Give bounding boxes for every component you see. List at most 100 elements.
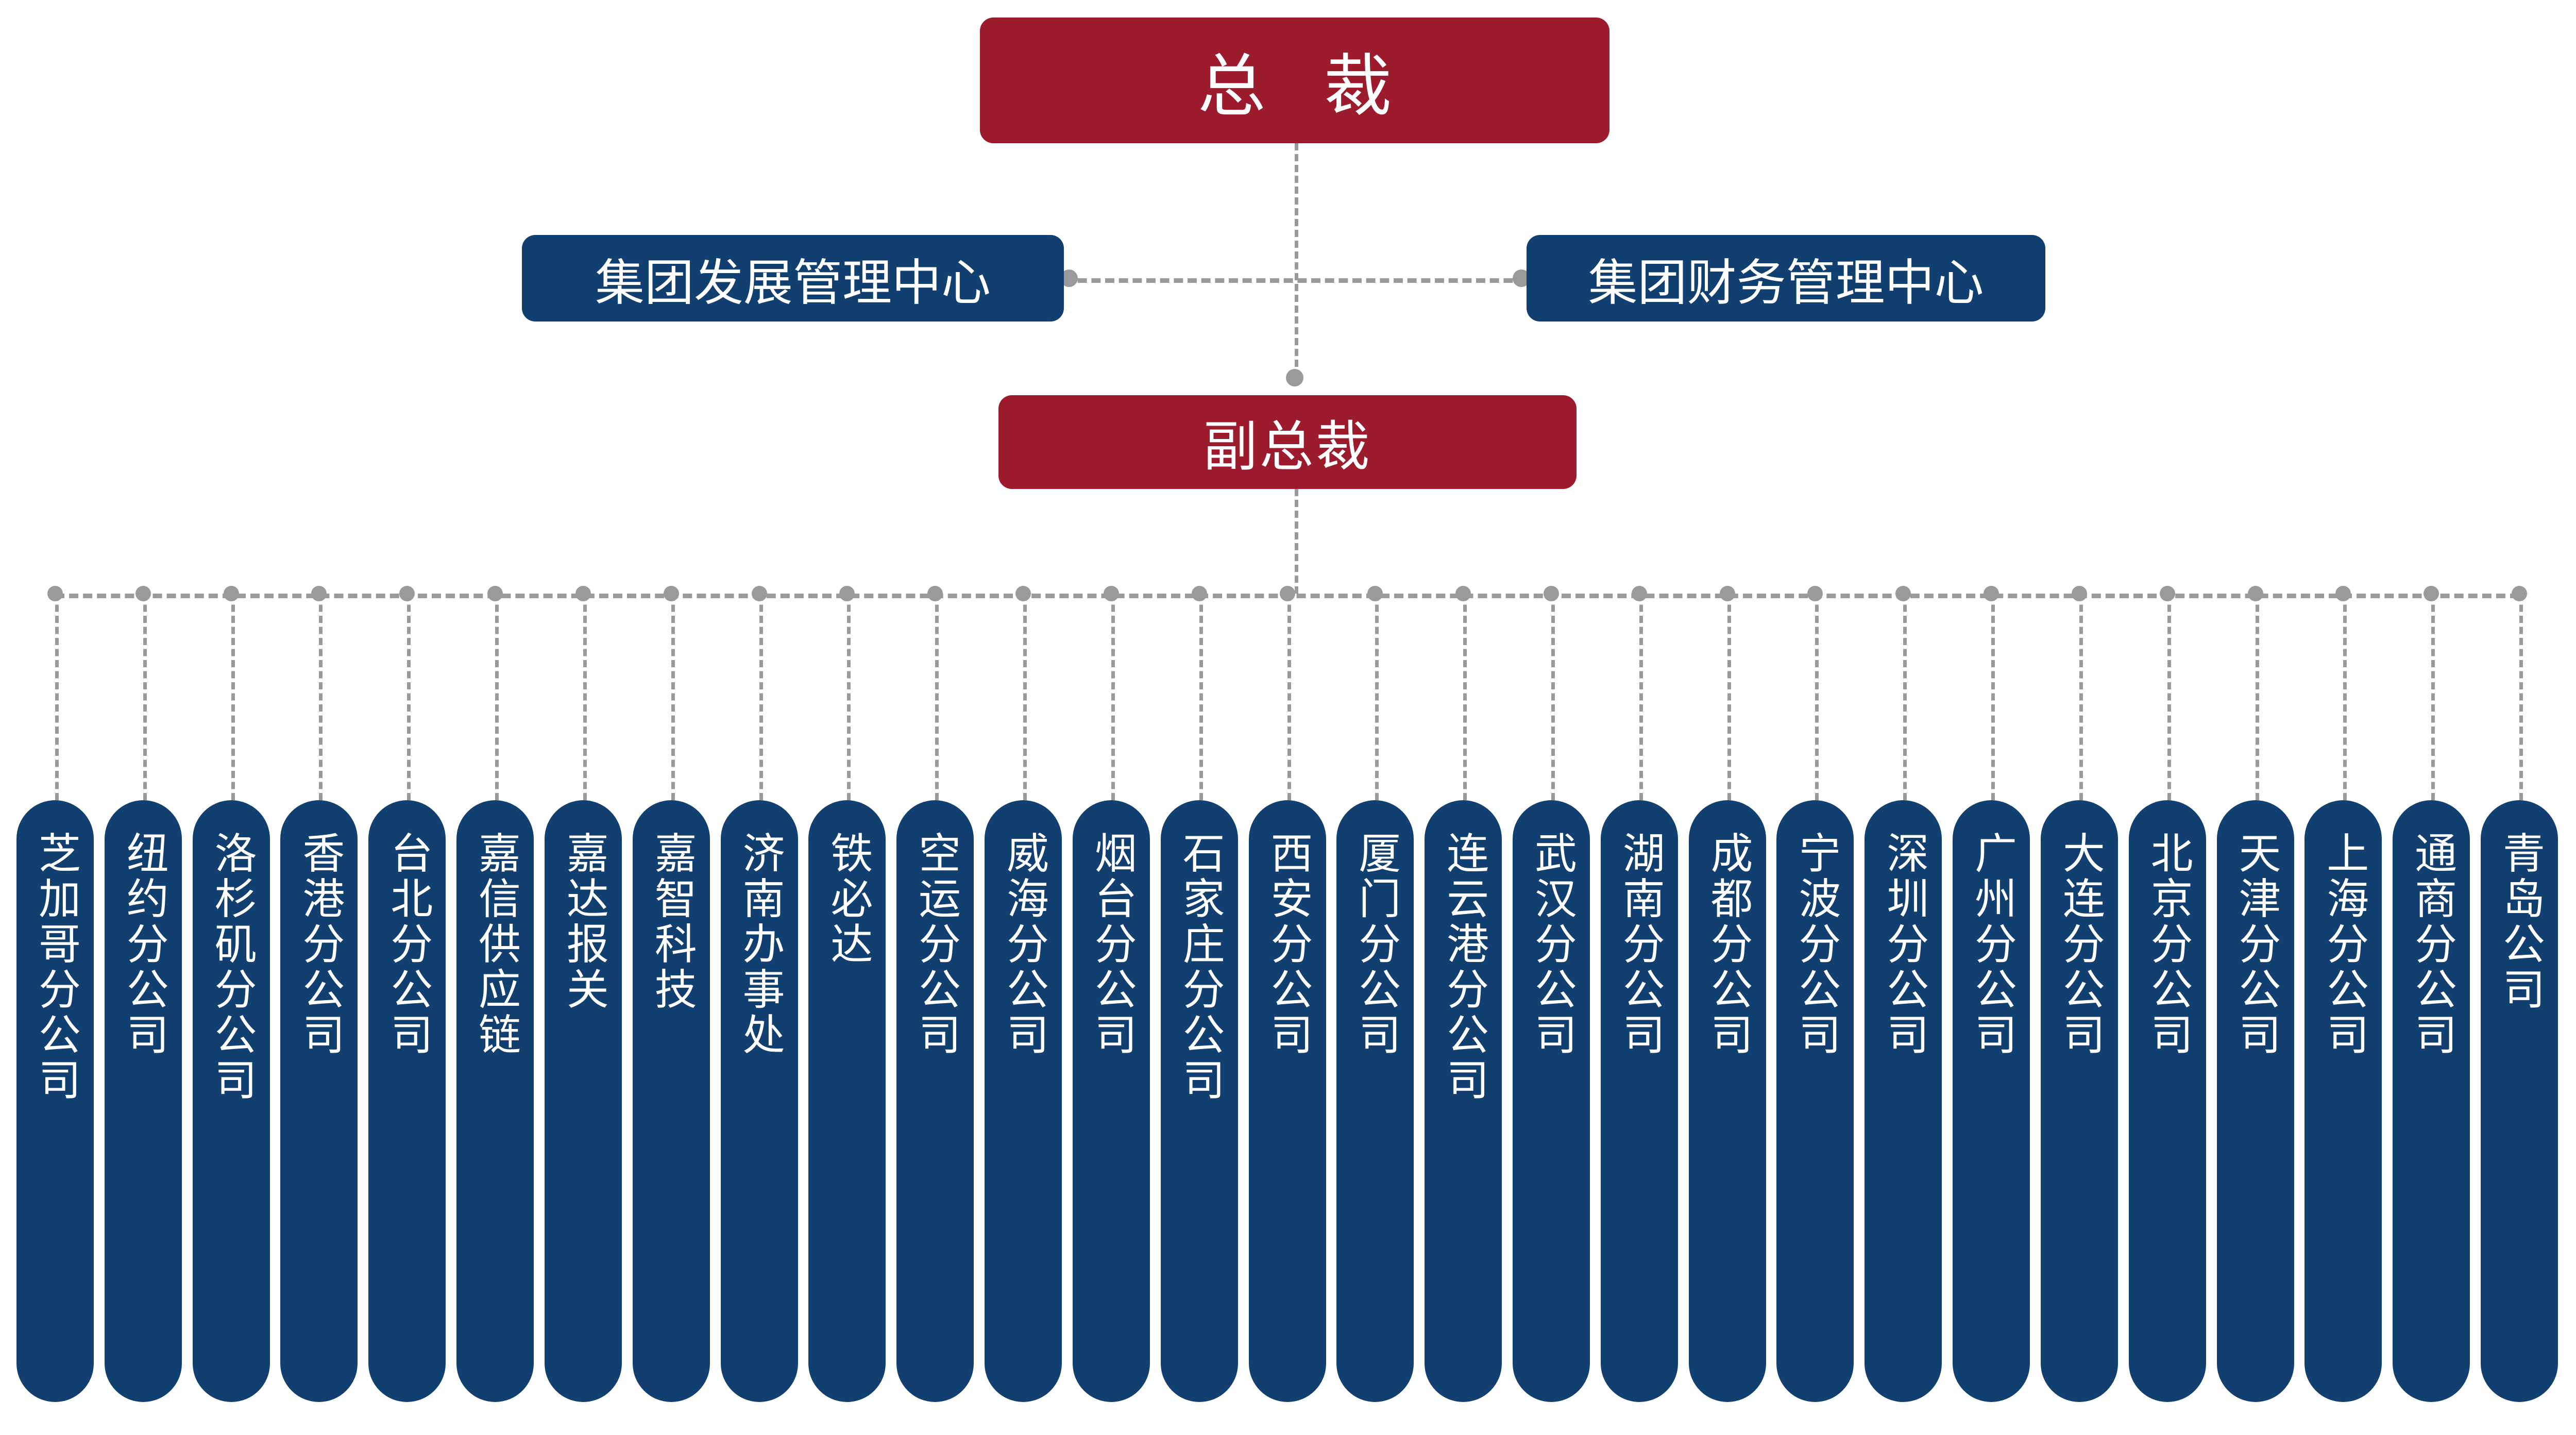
branch-node-label: 宁波分公司 <box>1792 831 1839 1058</box>
branch-bus-dot <box>223 586 239 601</box>
branch-node[interactable]: 嘉达报关 <box>544 800 622 1402</box>
branch-node[interactable]: 空运分公司 <box>896 800 974 1402</box>
branch-node[interactable]: 北京分公司 <box>2128 800 2206 1402</box>
branch-node[interactable]: 厦门分公司 <box>1336 800 1414 1402</box>
branch-bus-dot <box>1543 586 1559 601</box>
branch-node[interactable]: 深圳分公司 <box>1865 800 1942 1402</box>
connector-branch-drop <box>1991 594 1995 800</box>
node-group-development-management-center[interactable]: 集团发展管理中心 <box>522 235 1064 322</box>
connector-dot-vp <box>1286 369 1303 386</box>
branch-bus-dot <box>1895 586 1911 601</box>
branch-node-label: 纽约分公司 <box>120 831 167 1058</box>
connector-branch-drop <box>847 594 851 800</box>
branch-node-label: 湖南分公司 <box>1616 831 1664 1058</box>
branch-node-label: 铁必达 <box>824 831 871 967</box>
branch-bus-dot <box>839 586 855 601</box>
branch-bus-dot <box>2335 586 2351 601</box>
connector-branch-drop <box>1903 594 1907 800</box>
branch-node-label: 济南办事处 <box>736 831 784 1058</box>
branch-bus-dot <box>2424 586 2439 601</box>
branch-node[interactable]: 通商分公司 <box>2393 800 2470 1402</box>
branch-bus-dot <box>1279 586 1295 601</box>
connector-branch-drop <box>143 594 147 800</box>
branch-node[interactable]: 石家庄分公司 <box>1160 800 1238 1402</box>
branch-node[interactable]: 济南办事处 <box>720 800 798 1402</box>
node-vice-president-label: 副总裁 <box>1203 417 1372 477</box>
branch-node-label: 西安分公司 <box>1264 831 1311 1058</box>
connector-branch-drop <box>1023 594 1027 800</box>
branch-node[interactable]: 青岛公司 <box>2481 800 2558 1402</box>
branch-node-label: 深圳分公司 <box>1880 831 1927 1058</box>
connector-branch-drop <box>231 594 235 800</box>
branch-node[interactable]: 烟台分公司 <box>1072 800 1150 1402</box>
connector-branch-drop <box>1639 594 1643 800</box>
node-group-finance-management-center[interactable]: 集团财务管理中心 <box>1527 235 2045 322</box>
branch-bus-dot <box>1807 586 1823 601</box>
connector-branch-drop <box>1287 594 1291 800</box>
branch-node-label: 广州分公司 <box>1968 831 2015 1058</box>
branch-node[interactable]: 连云港分公司 <box>1425 800 1502 1402</box>
branch-node[interactable]: 嘉智科技 <box>632 800 710 1402</box>
node-dev-center-label: 集团发展管理中心 <box>595 255 991 311</box>
branch-node[interactable]: 湖南分公司 <box>1600 800 1678 1402</box>
branch-node-label: 烟台分公司 <box>1088 831 1136 1058</box>
branch-node-label: 武汉分公司 <box>1528 831 1575 1058</box>
connector-branch-drop <box>2431 594 2435 800</box>
branch-bus-dot <box>135 586 151 601</box>
branch-bus-dot <box>2071 586 2087 601</box>
branch-node[interactable]: 武汉分公司 <box>1512 800 1590 1402</box>
branch-node-label: 嘉信供应链 <box>472 831 519 1058</box>
branch-node-label: 连云港分公司 <box>1440 831 1487 1103</box>
branch-bus-dot <box>47 586 63 601</box>
connector-branch-drop <box>1463 594 1467 800</box>
connector-vp-to-branch-bus <box>1295 489 1298 594</box>
branch-bus-dot <box>1367 586 1383 601</box>
branch-node-label: 嘉智科技 <box>648 831 696 1012</box>
connector-branch-drop <box>407 594 411 800</box>
branch-node-label: 厦门分公司 <box>1352 831 1399 1058</box>
branch-node[interactable]: 洛杉矶分公司 <box>192 800 270 1402</box>
branch-node[interactable]: 广州分公司 <box>1953 800 2030 1402</box>
connector-branch-drop <box>935 594 939 800</box>
branch-bus-dot <box>575 586 591 601</box>
branch-node-label: 香港分公司 <box>296 831 343 1058</box>
connector-branch-drop <box>2255 594 2259 800</box>
branch-node[interactable]: 威海分公司 <box>985 800 1062 1402</box>
branch-node-label: 通商分公司 <box>2408 831 2455 1058</box>
connector-branch-drop <box>1199 594 1203 800</box>
branch-node[interactable]: 西安分公司 <box>1248 800 1326 1402</box>
branch-bus-dot <box>1984 586 1999 601</box>
connector-branch-drop <box>2079 594 2083 800</box>
connector-branch-drop <box>1551 594 1555 800</box>
branch-node[interactable]: 香港分公司 <box>280 800 358 1402</box>
branch-bus-dot <box>751 586 767 601</box>
branch-bus-dot <box>1631 586 1647 601</box>
node-vice-president[interactable]: 副总裁 <box>998 395 1577 489</box>
branch-node-label: 台北分公司 <box>384 831 431 1058</box>
branch-node[interactable]: 芝加哥分公司 <box>16 800 94 1402</box>
connector-branch-drop <box>55 594 59 800</box>
branch-node[interactable]: 纽约分公司 <box>104 800 182 1402</box>
branch-node-label: 威海分公司 <box>1000 831 1047 1058</box>
branch-node[interactable]: 成都分公司 <box>1688 800 1766 1402</box>
connector-branch-drop <box>319 594 323 800</box>
branch-node[interactable]: 天津分公司 <box>2216 800 2294 1402</box>
branch-node-label: 成都分公司 <box>1704 831 1752 1058</box>
branch-node[interactable]: 铁必达 <box>808 800 886 1402</box>
branch-node[interactable]: 宁波分公司 <box>1776 800 1854 1402</box>
branch-node-label: 嘉达报关 <box>560 831 607 1012</box>
connector-branch-drop <box>1375 594 1379 800</box>
branch-node[interactable]: 大连分公司 <box>2040 800 2118 1402</box>
connector-branch-drop <box>1815 594 1819 800</box>
branch-bus-dot <box>663 586 679 601</box>
node-fin-center-label: 集团财务管理中心 <box>1588 255 1984 311</box>
connector-branch-drop <box>2167 594 2171 800</box>
branch-node[interactable]: 嘉信供应链 <box>456 800 534 1402</box>
node-president[interactable]: 总 裁 <box>980 18 1609 143</box>
branch-node[interactable]: 台北分公司 <box>368 800 446 1402</box>
branch-node-label: 空运分公司 <box>912 831 959 1058</box>
branch-node-label: 石家庄分公司 <box>1176 831 1224 1103</box>
branch-bus-dot <box>2247 586 2263 601</box>
branch-node[interactable]: 上海分公司 <box>2304 800 2382 1402</box>
